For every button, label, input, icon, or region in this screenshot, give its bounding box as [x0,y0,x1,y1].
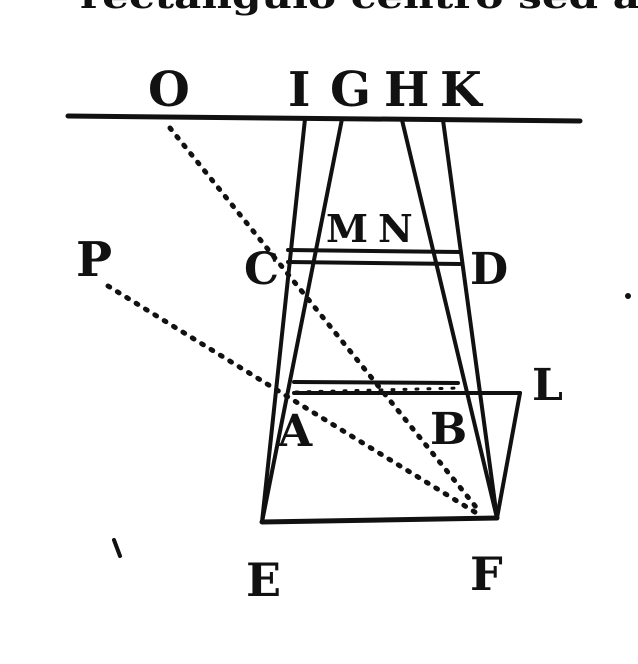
header-text-fragment: rectangulo centro sed a [80,0,638,17]
dotted-a-to-b [294,386,462,394]
label-n: N [378,206,413,251]
segment-a-b-upper [292,380,460,385]
line-e-g [260,117,344,524]
label-l: L [532,360,563,411]
label-d: D [470,244,508,295]
label-k: K [440,62,484,118]
segment-c-d-upper [286,248,462,254]
label-e: E [246,553,281,607]
dotted-p-to-f [105,283,481,517]
label-i: I [288,62,310,118]
label-a: A [277,406,313,457]
label-h: H [384,62,429,118]
segment-c-d-lower [286,260,462,266]
label-f: F [470,547,503,601]
label-g: G [330,62,371,118]
stray-dot-right [625,293,631,299]
label-m: M [326,206,368,251]
line-e-i [260,117,307,524]
label-b: B [430,404,467,455]
line-f-k [441,118,499,520]
label-p: P [76,232,112,288]
dotted-o-to-f [167,125,483,515]
line-f-h [400,118,499,520]
stray-mark-left [112,538,122,558]
horizon-line [65,113,583,124]
segment-e-f [259,515,500,525]
segment-l-f [495,391,522,520]
label-c: C [244,244,279,295]
label-o: O [148,62,190,118]
